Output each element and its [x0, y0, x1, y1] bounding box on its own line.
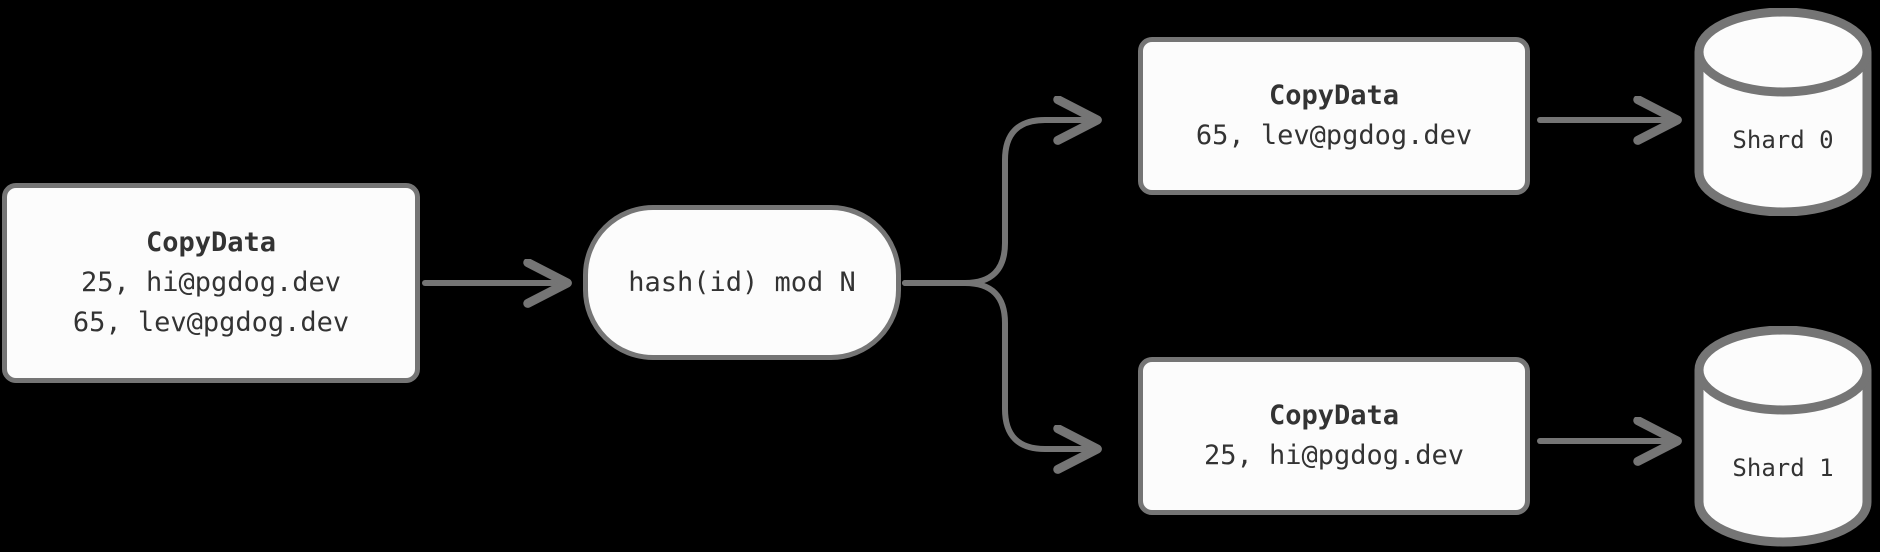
node-copydata-shard-1[interactable]: CopyData 25, hi@pgdog.dev: [1138, 357, 1530, 515]
node-copydata-shard-0-row-0: 65, lev@pgdog.dev: [1195, 120, 1473, 151]
edge-router-to-copy-1: [902, 280, 1095, 449]
node-copydata-shard-1-row-0: 25, hi@pgdog.dev: [1203, 440, 1465, 471]
node-hash-router[interactable]: hash(id) mod N: [583, 205, 901, 360]
database-shard-1[interactable]: Shard 1: [1694, 325, 1872, 552]
edge-router-to-copy-0: [902, 120, 1095, 286]
node-source-row-0: 25, hi@pgdog.dev: [80, 267, 342, 298]
cylinder-icon: [1694, 7, 1872, 217]
node-hash-router-label: hash(id) mod N: [628, 266, 856, 298]
node-source-title: CopyData: [145, 227, 277, 258]
database-shard-0[interactable]: Shard 0: [1694, 7, 1872, 217]
database-shard-0-label: Shard 0: [1732, 126, 1834, 154]
cylinder-icon: [1694, 325, 1872, 547]
node-copydata-shard-0-title: CopyData: [1268, 80, 1400, 111]
node-source-copydata[interactable]: CopyData 25, hi@pgdog.dev 65, lev@pgdog.…: [2, 183, 420, 383]
database-shard-1-label: Shard 1: [1732, 454, 1834, 482]
node-source-row-1: 65, lev@pgdog.dev: [72, 307, 350, 338]
node-copydata-shard-0[interactable]: CopyData 65, lev@pgdog.dev: [1138, 37, 1530, 195]
node-copydata-shard-1-title: CopyData: [1268, 400, 1400, 431]
